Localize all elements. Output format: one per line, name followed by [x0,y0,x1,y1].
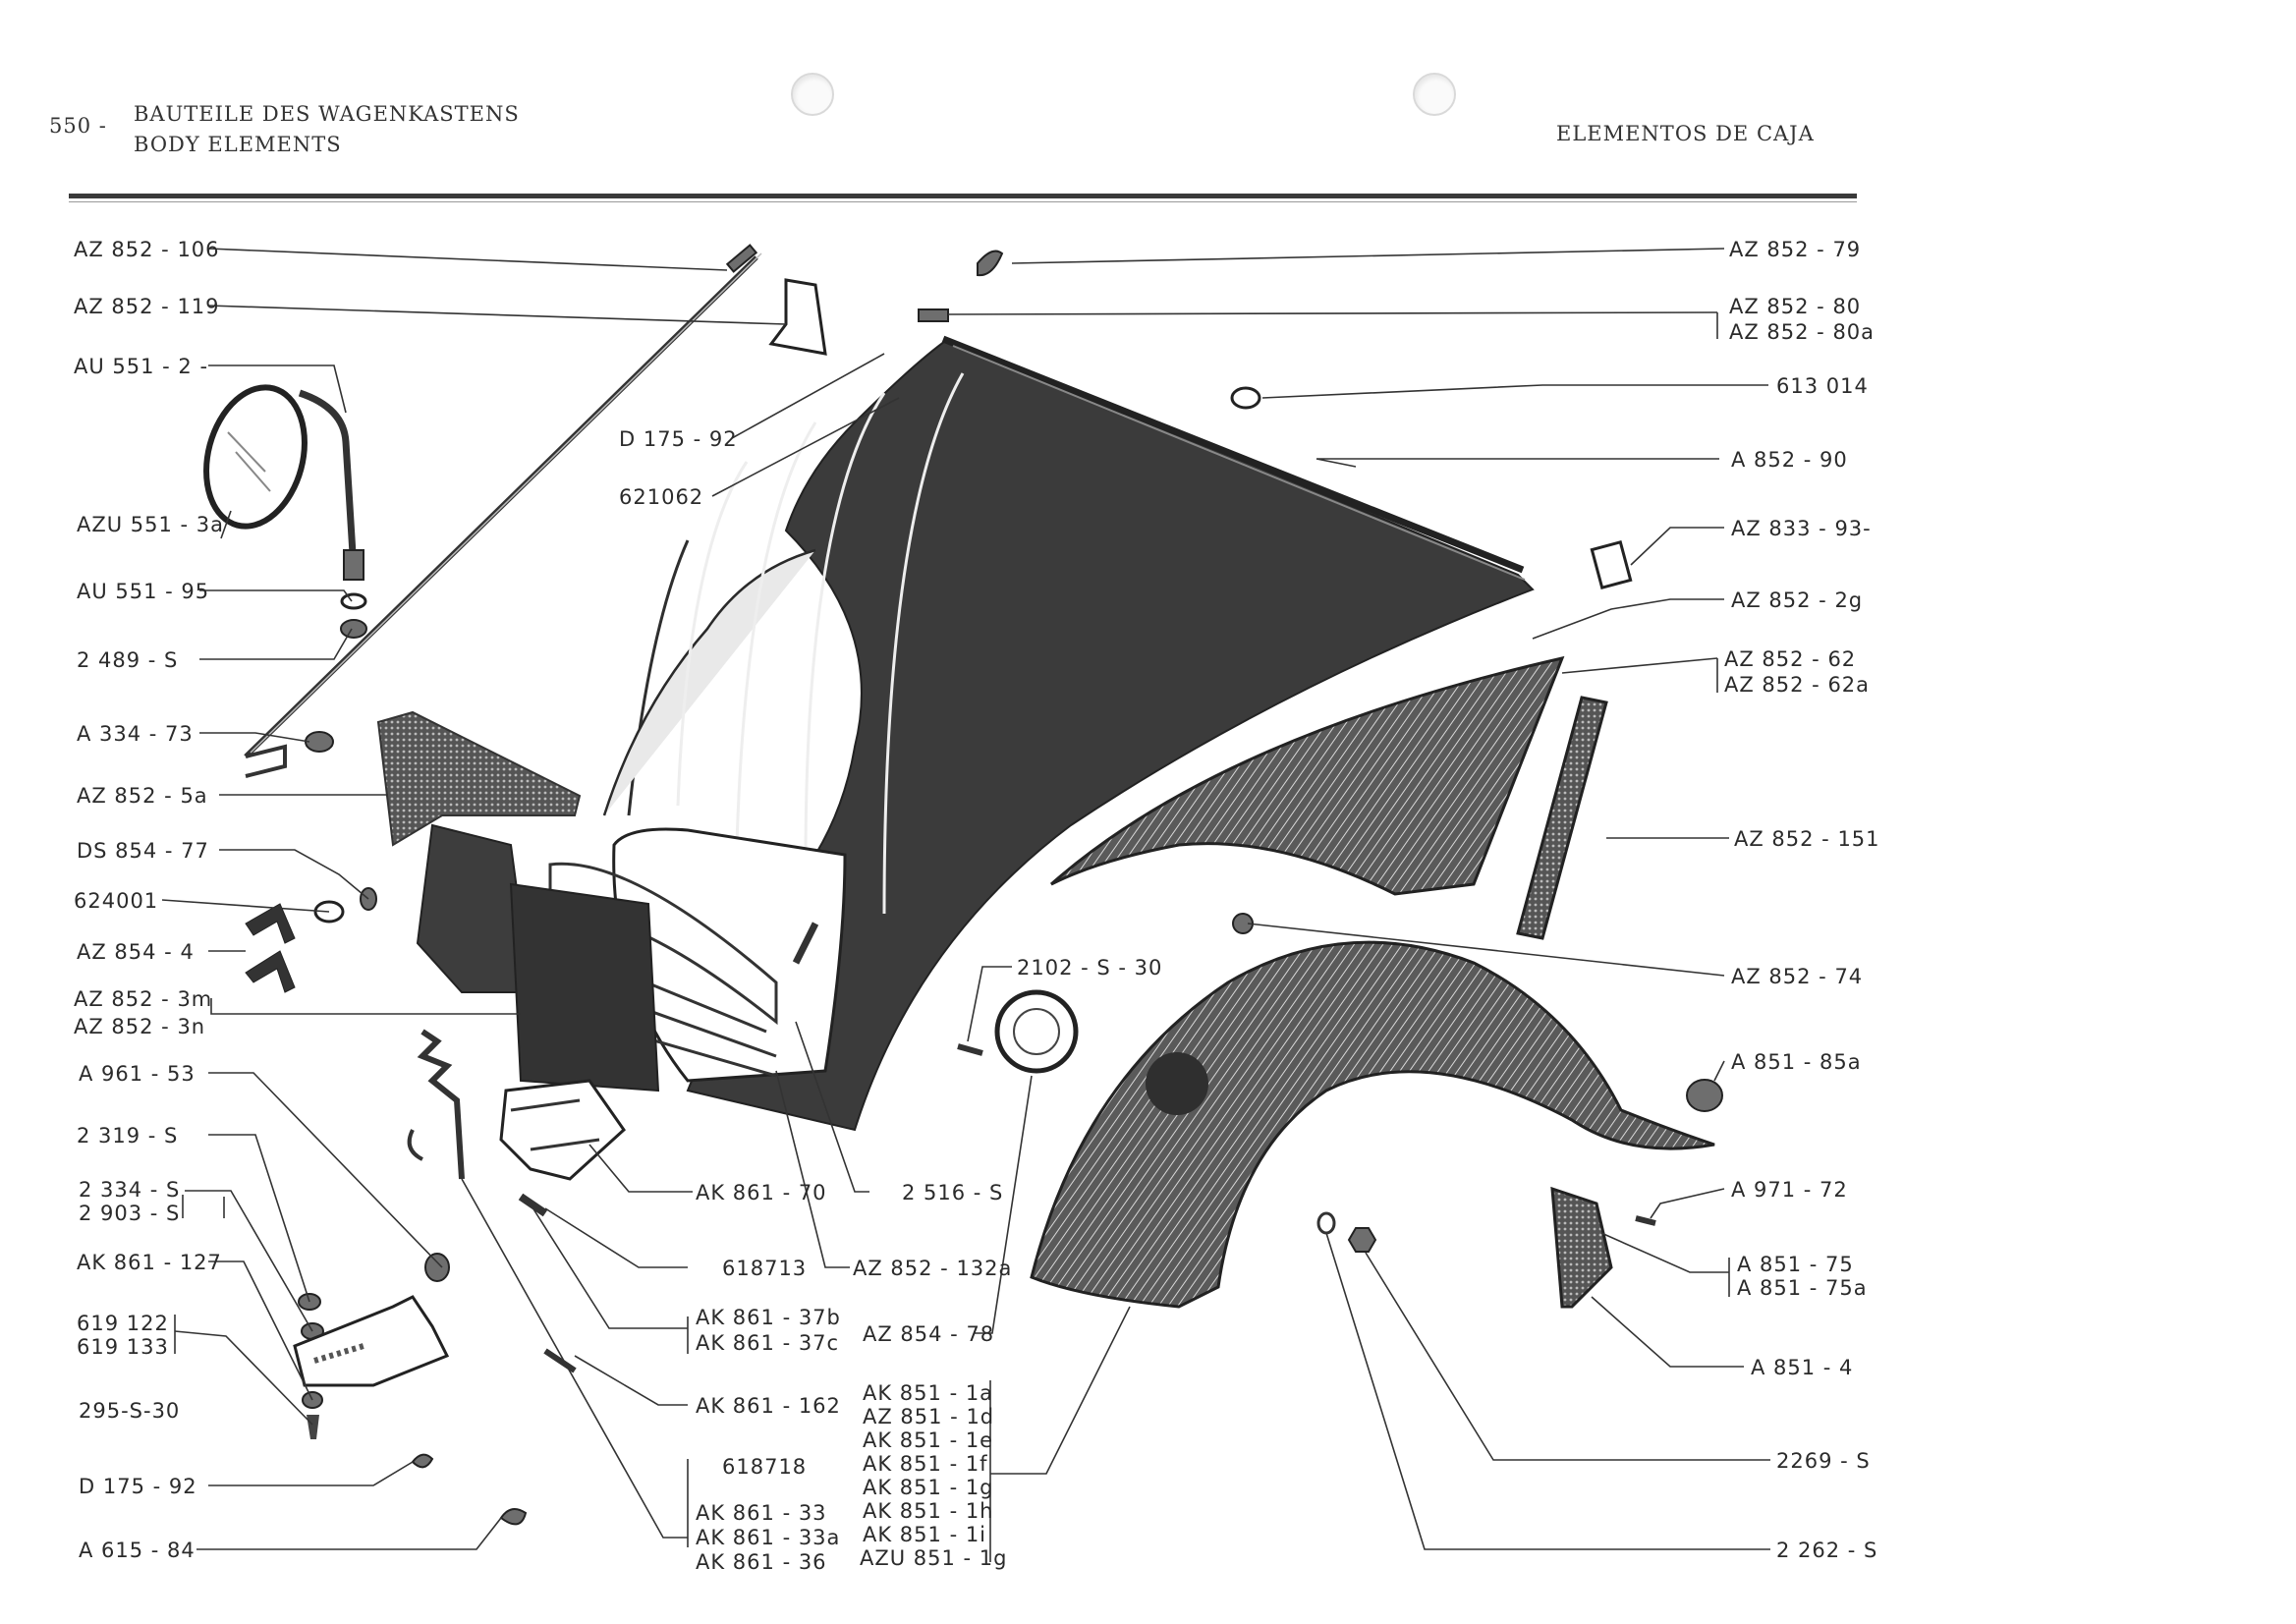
label-ak851-1a: AK 851 - 1a [863,1381,993,1405]
label-az852-132a: AZ 852 - 132a [853,1257,1012,1280]
label-2334-s: 2 334 - S [79,1178,180,1202]
label-ak861-70: AK 861 - 70 [696,1181,827,1204]
label-az852-3m: AZ 852 - 3m [74,987,212,1011]
front-panel [416,823,660,1092]
catch-plate [499,1079,626,1181]
binder-hole-right [1413,73,1456,116]
label-az852-62a: AZ 852 - 62a [1724,673,1870,697]
label-ak861-162: AK 861 - 162 [696,1394,841,1418]
label-az852-2g: AZ 852 - 2g [1731,588,1863,612]
wing-bracket [1550,1186,1613,1309]
header-rule-thin [69,201,1857,202]
title-german: BAUTEILE DES WAGENKASTENS [134,102,520,126]
label-az852-106: AZ 852 - 106 [74,238,220,261]
front-wing [1030,940,1715,1309]
label-az851-1d: AZ 851 - 1d [863,1405,994,1428]
label-az854-4: AZ 854 - 4 [77,940,195,964]
label-624001: 624001 [74,889,158,913]
gasket-ring [994,989,1079,1074]
label-a615-84: A 615 - 84 [79,1539,196,1562]
leader-lines [161,248,1770,1562]
label-2102-s-30: 2102 - S - 30 [1017,956,1162,980]
label-618713: 618713 [722,1257,807,1280]
label-2269-s: 2269 - S [1776,1449,1871,1473]
label-a851-85a: A 851 - 85a [1731,1050,1862,1074]
release-bracket [293,1295,450,1387]
binder-hole-left [791,73,834,116]
label-ak861-33a: AK 861 - 33a [696,1526,840,1549]
hinge-bracket [768,278,827,356]
mesh-screen [376,710,582,847]
label-ak851-1h: AK 851 - 1h [863,1499,994,1523]
label-ak861-37c: AK 861 - 37c [696,1331,839,1355]
label-a852-90: A 852 - 90 [1731,448,1848,472]
label-2489-s: 2 489 - S [77,648,178,672]
title-spanish: ELEMENTOS DE CAJA [1556,122,1815,145]
label-ak861-127: AK 861 - 127 [77,1251,222,1274]
label-azu851-1g: AZU 851 - 1g [860,1546,1008,1570]
bonnet-panel [548,335,1535,1132]
label-a961-53: A 961 - 53 [79,1062,196,1086]
label-az852-80a: AZ 852 - 80a [1729,320,1875,344]
label-az852-151: AZ 852 - 151 [1734,827,1880,851]
label-az852-62: AZ 852 - 62 [1724,647,1856,671]
label-azu551-3a: AZU 551 - 3a [77,513,224,536]
label-ak851-1f: AK 851 - 1f [863,1452,988,1476]
mirror-glass [203,384,308,530]
label-az852-74: AZ 852 - 74 [1731,965,1863,988]
label-au551-95: AU 551 - 95 [77,580,209,603]
label-2319-s: 2 319 - S [77,1124,178,1148]
label-613014: 613 014 [1776,374,1869,398]
label-au551-2: AU 551 - 2 - [74,355,208,378]
label-a334-73: A 334 - 73 [77,722,194,746]
label-d175-92-bottom: D 175 - 92 [79,1475,197,1498]
label-2516-s: 2 516 - S [902,1181,1003,1204]
label-ak861-33: AK 861 - 33 [696,1501,827,1525]
label-a851-75: A 851 - 75 [1737,1253,1854,1276]
label-a971-72: A 971 - 72 [1731,1178,1848,1202]
label-ak851-1i: AK 851 - 1i [863,1523,986,1546]
label-a851-4: A 851 - 4 [1751,1356,1853,1379]
label-az852-5a: AZ 852 - 5a [77,784,208,808]
header-rule [69,194,1857,198]
page-number: 550 - [49,114,107,138]
label-az852-80: AZ 852 - 80 [1729,295,1861,318]
label-az852-119: AZ 852 - 119 [74,295,220,318]
part-labels: AZ 852 - 106 AZ 852 - 119 AU 551 - 2 - A… [74,238,1880,1574]
label-621062: 621062 [619,485,703,509]
label-ak851-1g: AK 851 - 1g [863,1476,994,1499]
mirror-arm [298,389,358,571]
label-az852-79: AZ 852 - 79 [1729,238,1861,261]
label-ak861-36: AK 861 - 36 [696,1550,827,1574]
label-d175-92-top: D 175 - 92 [619,427,738,451]
title-english: BODY ELEMENTS [134,133,342,156]
side-vent-strip [1516,696,1608,940]
label-ds854-77: DS 854 - 77 [77,839,209,863]
label-a851-75a: A 851 - 75a [1737,1276,1868,1300]
catch-spring [417,1029,465,1180]
label-619133: 619 133 [77,1335,169,1359]
label-az854-78: AZ 854 - 78 [863,1322,994,1346]
label-az852-3n: AZ 852 - 3n [74,1015,205,1038]
label-ak851-1e: AK 851 - 1e [863,1428,993,1452]
label-2262-s: 2 262 - S [1776,1539,1877,1562]
label-az833-93: AZ 833 - 93- [1731,517,1872,540]
label-295-s-30: 295-S-30 [79,1399,180,1423]
label-618718: 618718 [722,1455,807,1479]
chevrons-emblem [245,903,296,993]
label-2903-s: 2 903 - S [79,1202,180,1225]
label-619122: 619 122 [77,1312,169,1335]
label-ak861-37b: AK 861 - 37b [696,1306,841,1329]
side-cowl-panel [1050,655,1565,896]
